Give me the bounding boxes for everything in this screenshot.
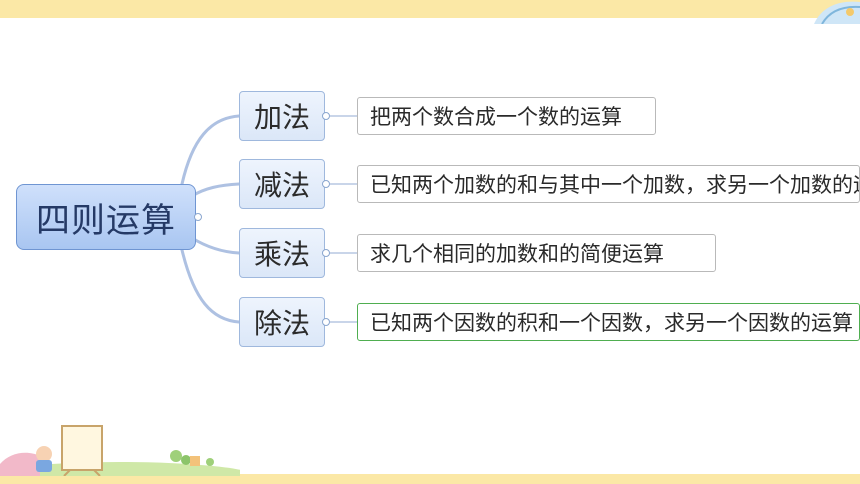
corner-decoration-icon — [814, 1, 860, 24]
connector-root-to-addition — [180, 114, 241, 186]
description-subtraction[interactable]: 已知两个加数的和与其中一个加数，求另一个加数的运算 — [357, 165, 860, 203]
description-text-multiplication: 求几个相同的加数和的简便运算 — [370, 242, 664, 266]
addition-collapse-knob[interactable] — [322, 112, 330, 120]
branch-node-addition[interactable]: 加法 — [239, 91, 325, 141]
connector-root-to-subtraction — [190, 182, 241, 198]
branch-node-division[interactable]: 除法 — [239, 297, 325, 347]
branch-node-subtraction[interactable]: 减法 — [239, 159, 325, 209]
root-collapse-knob[interactable] — [194, 213, 202, 221]
branch-node-multiplication[interactable]: 乘法 — [239, 228, 325, 278]
description-text-division: 已知两个因数的积和一个因数，求另一个因数的运算 — [370, 311, 853, 335]
cartoon-painter-scene-icon — [0, 425, 240, 476]
branch-label-addition: 加法 — [253, 101, 310, 134]
multiplication-collapse-knob[interactable] — [322, 249, 330, 257]
root-node-four-operations[interactable]: 四则运算 — [16, 184, 196, 250]
subtraction-collapse-knob[interactable] — [322, 180, 330, 188]
top-banner — [0, 0, 860, 18]
description-multiplication[interactable]: 求几个相同的加数和的简便运算 — [357, 234, 716, 272]
connector-root-to-multiplication — [190, 236, 241, 255]
description-division[interactable]: 已知两个因数的积和一个因数，求另一个因数的运算 — [357, 303, 860, 341]
bottom-banner — [0, 474, 860, 484]
description-text-addition: 把两个数合成一个数的运算 — [370, 105, 622, 129]
division-collapse-knob[interactable] — [322, 318, 330, 326]
branch-label-subtraction: 减法 — [253, 169, 310, 202]
root-node-label: 四则运算 — [36, 200, 176, 241]
connector-root-to-division — [180, 248, 241, 324]
description-addition[interactable]: 把两个数合成一个数的运算 — [357, 97, 656, 135]
branch-label-division: 除法 — [253, 307, 310, 340]
branch-label-multiplication: 乘法 — [253, 238, 310, 271]
description-text-subtraction: 已知两个加数的和与其中一个加数，求另一个加数的运算 — [370, 173, 860, 197]
